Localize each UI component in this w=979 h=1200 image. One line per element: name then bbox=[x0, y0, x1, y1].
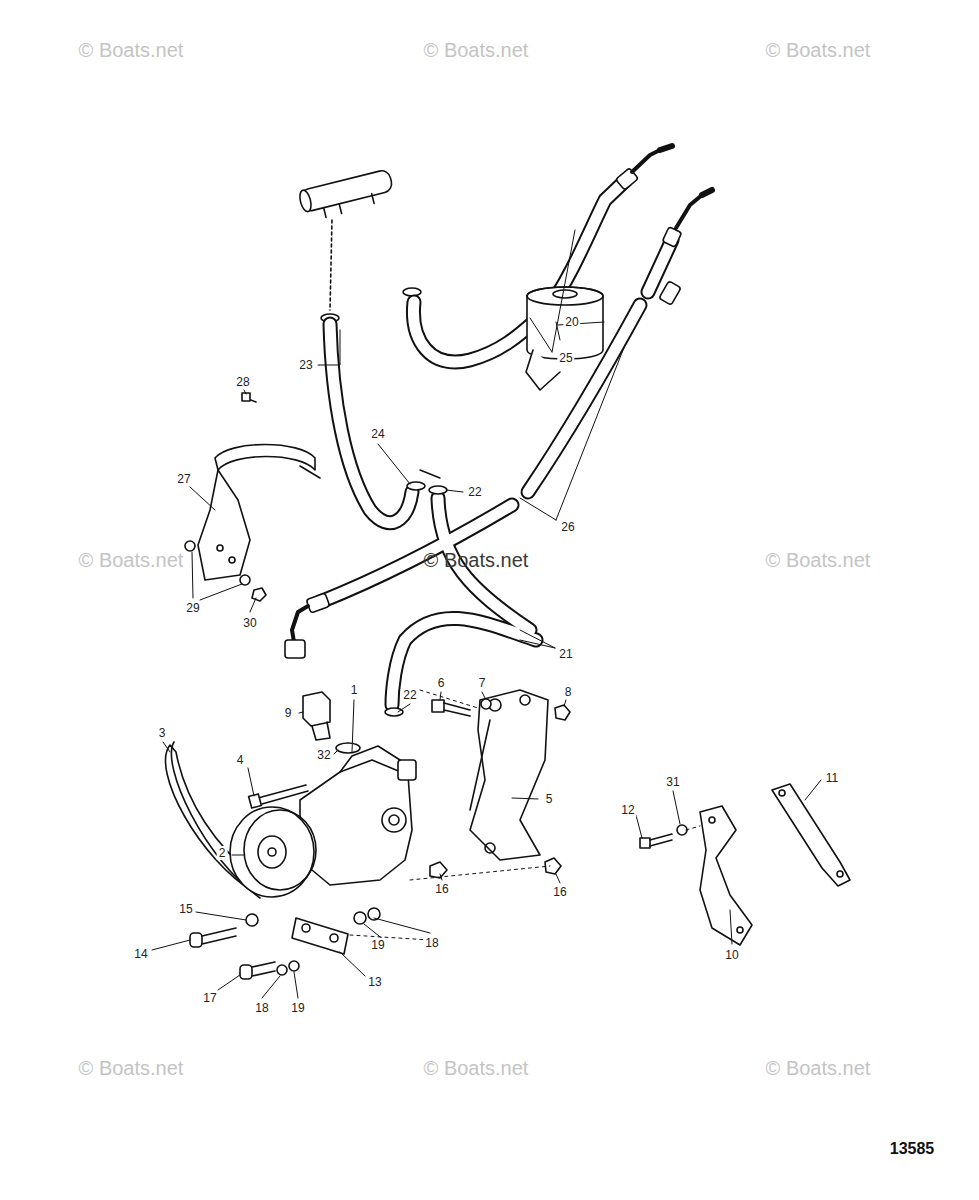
watermark: © Boats.net bbox=[766, 1058, 871, 1078]
watermark: © Boats.net bbox=[79, 40, 184, 60]
callout-number: 18 bbox=[423, 936, 440, 950]
callout-number: 29 bbox=[184, 601, 201, 615]
callout-number: 13 bbox=[366, 975, 383, 989]
callout-number: 28 bbox=[234, 375, 251, 389]
watermark: © Boats.net bbox=[424, 1058, 529, 1078]
callout-number: 9 bbox=[283, 706, 294, 720]
watermark: © Boats.net bbox=[79, 1058, 184, 1078]
callout-number: 19 bbox=[369, 938, 386, 952]
callout-number: 24 bbox=[369, 427, 386, 441]
watermark: © Boats.net bbox=[424, 40, 529, 60]
callout-number: 8 bbox=[563, 685, 574, 699]
callout-number: 17 bbox=[201, 991, 218, 1005]
watermark: © Boats.net bbox=[766, 550, 871, 570]
callout-number: 18 bbox=[253, 1001, 270, 1015]
callout-number: 10 bbox=[723, 948, 740, 962]
callout-number: 6 bbox=[436, 676, 447, 690]
callout-number: 4 bbox=[235, 753, 246, 767]
callout-number: 25 bbox=[557, 351, 574, 365]
callout-number: 2 bbox=[217, 846, 228, 860]
callout-number: 1 bbox=[349, 683, 360, 697]
callout-number: 14 bbox=[132, 947, 149, 961]
callout-number: 16 bbox=[433, 882, 450, 896]
callout-number: 15 bbox=[177, 902, 194, 916]
callout-number: 32 bbox=[315, 748, 332, 762]
callout-number: 30 bbox=[241, 616, 258, 630]
callout-number: 7 bbox=[477, 676, 488, 690]
callout-number: 31 bbox=[664, 775, 681, 789]
callout-number: 19 bbox=[289, 1001, 306, 1015]
callout-number: 26 bbox=[559, 520, 576, 534]
callout-number: 20 bbox=[563, 315, 580, 329]
callout-number: 21 bbox=[557, 647, 574, 661]
callout-number: 23 bbox=[297, 358, 314, 372]
callout-number: 12 bbox=[619, 803, 636, 817]
callout-number: 16 bbox=[551, 885, 568, 899]
drawing-number: 13585 bbox=[890, 1141, 935, 1157]
watermark: © Boats.net bbox=[79, 550, 184, 570]
callout-number: 3 bbox=[157, 726, 168, 740]
watermark: © Boats.net bbox=[424, 550, 529, 570]
watermark: © Boats.net bbox=[766, 40, 871, 60]
callout-number: 27 bbox=[175, 472, 192, 486]
callout-number: 22 bbox=[466, 485, 483, 499]
callout-number: 22 bbox=[401, 688, 418, 702]
callout-number: 5 bbox=[544, 792, 555, 806]
callout-number: 11 bbox=[824, 771, 840, 785]
